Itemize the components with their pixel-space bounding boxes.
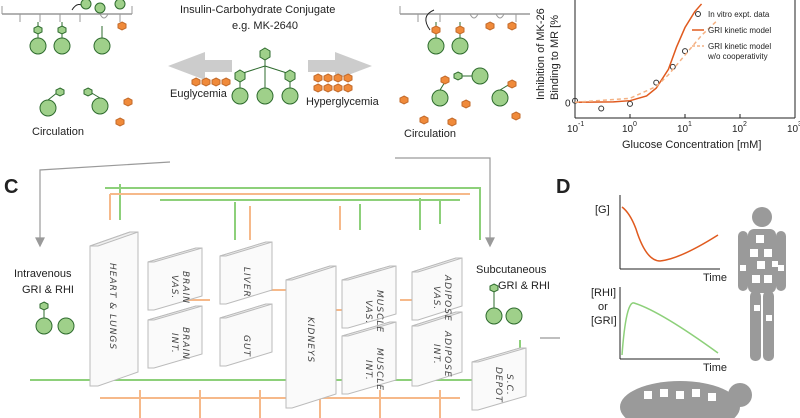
legend-marker-data	[695, 11, 701, 17]
or-axis-label: or	[598, 301, 608, 313]
legend-label: w/o cooperativity	[707, 52, 768, 61]
gri-axis-label: [GRI]	[591, 315, 617, 327]
legend-label: In vitro expt. data	[708, 10, 770, 19]
box-muscle-vas	[341, 265, 397, 329]
x-tick-exponent: 3	[798, 121, 800, 128]
compartment-diagram	[30, 157, 560, 418]
euglycemia-glucose	[191, 77, 231, 87]
glucose-time-plot	[619, 195, 720, 270]
box-adipose-int	[411, 311, 463, 387]
muscle-int-label: MUSCLE INT.	[363, 348, 384, 392]
box-liver	[219, 241, 273, 305]
conjugate-title: Insulin-Carbohydrate Conjugate	[180, 4, 336, 16]
iv-molecules	[35, 301, 75, 335]
bottom-time-label: Time	[703, 362, 728, 374]
box-sc-depot	[471, 347, 527, 411]
data-point	[572, 97, 578, 104]
series-line-no-cooperativity	[574, 19, 719, 104]
x-tick-label: 10	[732, 124, 744, 135]
arrow-to-panel-d	[540, 337, 560, 339]
subcutaneous-sub-label: GRI & RHI	[498, 280, 550, 292]
box-brain-vas	[147, 247, 203, 311]
y-axis-label-1: Inhibition of MK-26	[535, 8, 547, 100]
insulin-curve	[621, 302, 719, 356]
human-silhouette	[738, 207, 786, 361]
conjugate-example: e.g. MK-2640	[232, 20, 299, 32]
left-membrane	[1, 6, 133, 22]
left-gray-arrow	[168, 52, 232, 80]
subcutaneous-label: Subcutaneous	[476, 264, 547, 276]
liver-label: LIVER	[241, 266, 251, 298]
brain-vas-label: BRAIN VAS.	[169, 270, 190, 304]
intravenous-sub-label: GRI & RHI	[22, 284, 74, 296]
box-heart-lungs	[89, 231, 139, 387]
box-gut	[219, 303, 273, 367]
euglycemia-label: Euglycemia	[170, 88, 227, 100]
x-axis-label: Glucose Concentration [mM]	[622, 139, 761, 151]
rhi-axis-label: [RHI]	[591, 287, 617, 299]
box-muscle-int	[341, 321, 397, 395]
left-circulation-insulins	[39, 87, 133, 127]
x-tick-label: 10	[622, 124, 634, 135]
brain-int-label: BRAIN INT.	[169, 326, 190, 360]
muscle-vas-label: MUSCLE VAS.	[363, 290, 384, 334]
conjugate-molecule	[231, 47, 299, 105]
x-tick-label: 10	[677, 124, 689, 135]
panel-d-letter: D	[556, 176, 571, 198]
box-kidneys	[285, 265, 337, 409]
right-bound-insulins	[425, 9, 517, 55]
series-line-kinetic-model	[574, 3, 703, 104]
gut-label: GUT	[241, 334, 251, 358]
adipose-vas-label: ADIPOSE VAS.	[431, 274, 452, 322]
data-point	[627, 100, 633, 107]
kidneys-label: KIDNEYS	[305, 316, 315, 364]
insulin-time-plot	[619, 287, 720, 360]
hyperglycemia-glucose	[313, 73, 353, 93]
y-axis-label-2: Binding to MR [%	[549, 15, 561, 100]
x-tick-label: 10	[787, 124, 799, 135]
heart-lungs-label: HEART & LUNGS	[107, 263, 117, 351]
box-brain-int	[147, 305, 203, 369]
feeder-arrows	[35, 157, 495, 248]
right-membrane	[399, 6, 530, 22]
adipose-int-label: ADIPOSE INT.	[431, 330, 452, 378]
intravenous-label: Intravenous	[14, 268, 72, 280]
glucose-curve	[621, 206, 719, 262]
x-tick-exponent: 0	[633, 121, 637, 128]
box-adipose-vas	[411, 257, 463, 321]
sc-molecules	[485, 283, 523, 325]
data-point	[598, 105, 605, 112]
top-time-label: Time	[703, 272, 728, 284]
panel-d-graphics	[619, 195, 786, 418]
legend-label: GRI kinetic model	[708, 42, 771, 51]
glucose-axis-label: [G]	[595, 204, 610, 216]
animal-silhouette	[620, 381, 752, 418]
right-circulation-insulins	[399, 67, 521, 127]
x-tick-exponent: 1	[688, 121, 692, 128]
y-tick-label: 0	[565, 98, 571, 109]
legend-label: GRI kinetic model	[708, 26, 771, 35]
x-tick-exponent: 2	[743, 121, 747, 128]
sc-depot-label: S.C. DEPOT	[493, 367, 514, 403]
circulation-right-label: Circulation	[404, 128, 456, 140]
hyperglycemia-label: Hyperglycemia	[306, 96, 379, 108]
left-bound-insulins	[29, 0, 127, 55]
x-tick-label: 10	[567, 124, 579, 135]
data-point	[653, 79, 660, 86]
right-gray-arrow	[308, 52, 372, 80]
circulation-left-label: Circulation	[32, 126, 84, 138]
compartment-boxes	[89, 231, 527, 411]
data-point	[682, 48, 688, 55]
panel-c-letter: C	[4, 176, 19, 198]
panel-a-graphics	[1, 0, 530, 127]
x-tick-exponent: -1	[578, 121, 584, 128]
